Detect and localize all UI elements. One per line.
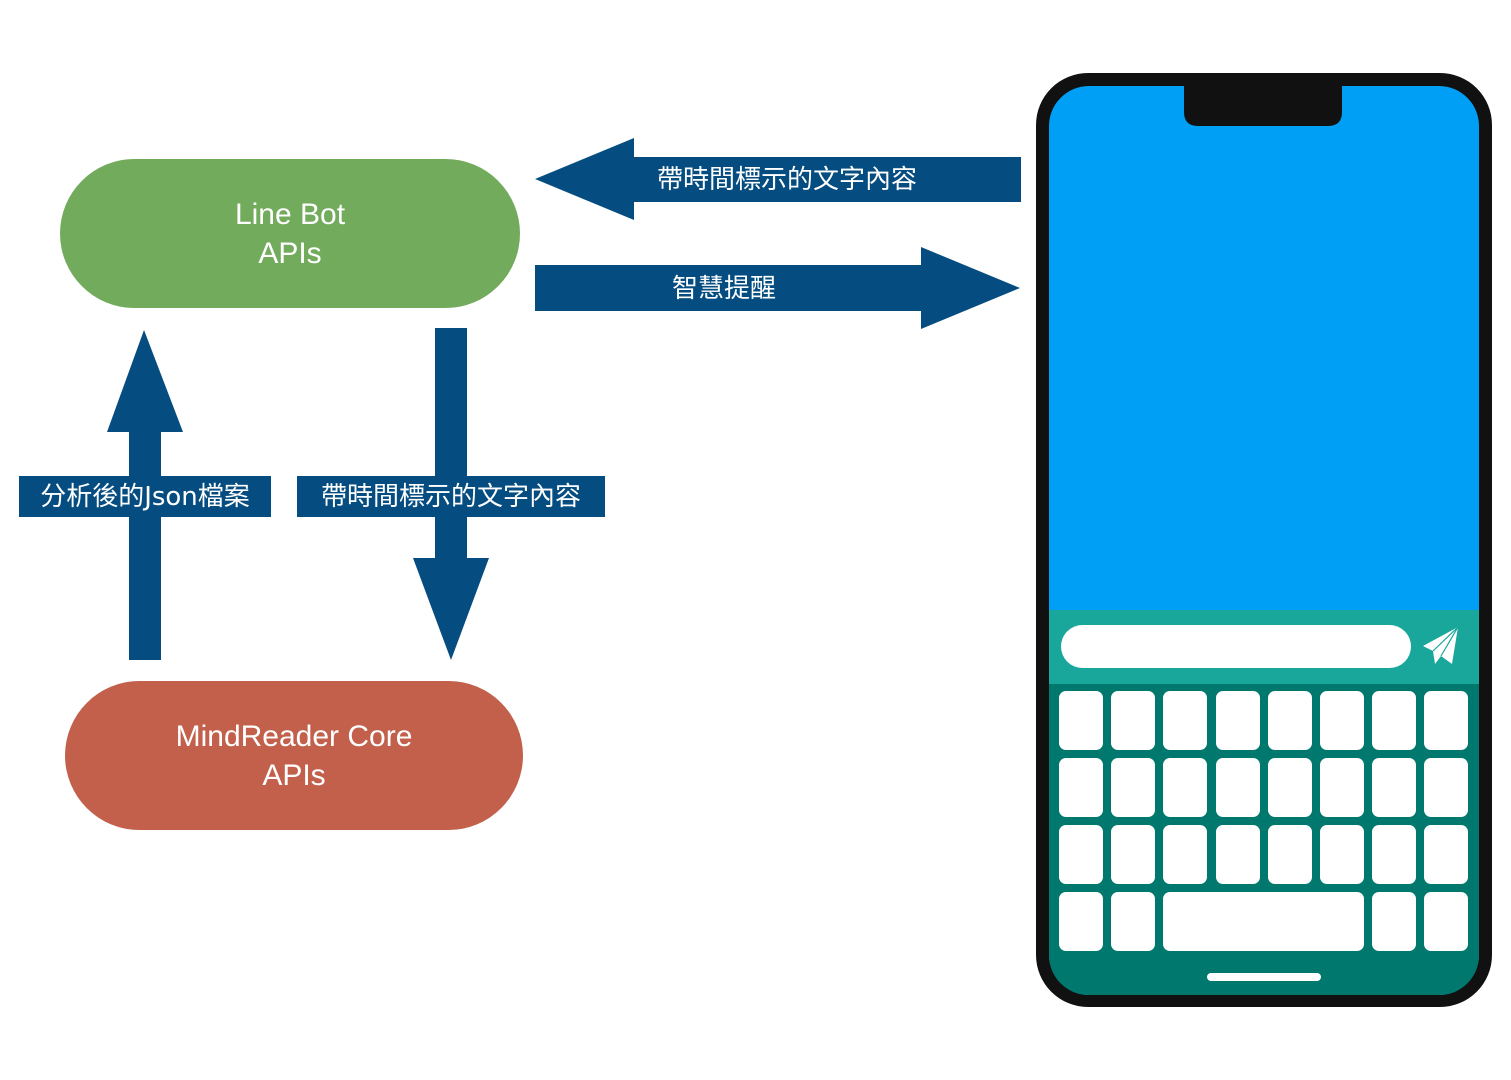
keyboard-key xyxy=(1372,825,1416,884)
arrow-phone-to-bot xyxy=(535,138,1021,220)
keyboard-key xyxy=(1372,892,1416,951)
keyboard-key xyxy=(1268,825,1312,884)
phone-notch xyxy=(1184,86,1342,126)
keyboard-key xyxy=(1111,892,1155,951)
arrow-label-core-to-bot: 分析後的Json檔案 xyxy=(19,476,271,517)
keyboard-key xyxy=(1059,892,1103,951)
keyboard-key xyxy=(1111,758,1155,817)
keyboard-key xyxy=(1216,758,1260,817)
arrow-label-phone-to-bot: 帶時間標示的文字內容 xyxy=(657,165,918,195)
keyboard-key xyxy=(1111,825,1155,884)
keyboard-key xyxy=(1424,758,1468,817)
keyboard-key xyxy=(1163,892,1364,951)
keyboard-key xyxy=(1268,691,1312,750)
arrow-label-bot-to-core: 帶時間標示的文字內容 xyxy=(297,476,605,517)
keyboard-key xyxy=(1424,892,1468,951)
keyboard-key xyxy=(1372,691,1416,750)
keyboard-key xyxy=(1268,758,1312,817)
keyboard-key xyxy=(1163,825,1207,884)
keyboard-keys xyxy=(1059,691,1468,951)
message-input-field xyxy=(1061,625,1411,668)
keyboard-key xyxy=(1059,691,1103,750)
line-bot-title: Line Bot xyxy=(234,197,346,231)
keyboard-key xyxy=(1372,758,1416,817)
keyboard-key xyxy=(1163,758,1207,817)
paper-plane-icon xyxy=(1423,626,1459,664)
keyboard-key xyxy=(1424,825,1468,884)
arrow-bot-to-phone xyxy=(535,247,1020,329)
keyboard-key xyxy=(1059,825,1103,884)
keyboard-key xyxy=(1163,691,1207,750)
keyboard-key xyxy=(1059,758,1103,817)
line-bot-subtitle: APIs xyxy=(258,236,322,270)
mindreader-core-title: MindReader Core xyxy=(175,719,413,753)
keyboard-key xyxy=(1320,825,1364,884)
line-bot-apis-node: Line Bot APIs xyxy=(60,159,520,308)
keyboard-key xyxy=(1320,758,1364,817)
keyboard-key xyxy=(1216,691,1260,750)
keyboard-key xyxy=(1320,691,1364,750)
keyboard-key xyxy=(1216,825,1260,884)
mindreader-core-subtitle: APIs xyxy=(262,758,326,792)
arrow-label-bot-to-phone: 智慧提醒 xyxy=(672,274,777,304)
home-indicator xyxy=(1207,973,1321,981)
keyboard-key xyxy=(1111,691,1155,750)
keyboard-key xyxy=(1424,691,1468,750)
mindreader-core-apis-node: MindReader Core APIs xyxy=(65,681,523,830)
